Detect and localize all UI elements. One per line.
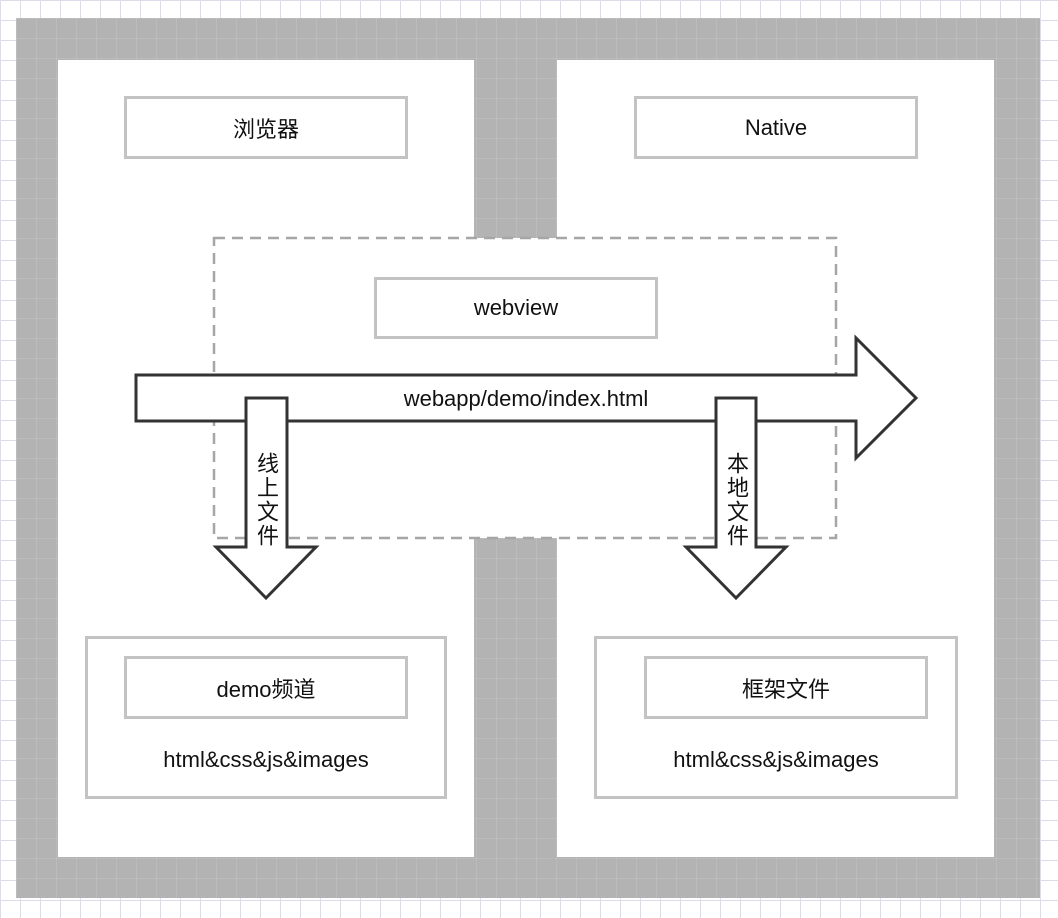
demo-channel-box: demo频道 <box>124 656 408 719</box>
framework-content: html&css&js&images <box>673 747 879 772</box>
framework-title: 框架文件 <box>741 676 830 702</box>
local-file-arrow <box>682 396 790 601</box>
browser-title-box: 浏览器 <box>124 96 408 159</box>
online-file-arrow <box>212 396 320 601</box>
local-file-label: 本地文件 <box>724 452 749 548</box>
browser-title: 浏览器 <box>232 116 299 142</box>
native-title-box: Native <box>634 96 918 159</box>
webview-title: webview <box>473 295 559 320</box>
url-label: webapp/demo/index.html <box>403 386 649 411</box>
framework-box: 框架文件 <box>644 656 928 719</box>
online-file-label: 线上文件 <box>254 452 279 548</box>
webview-box: webview <box>374 277 658 339</box>
native-title: Native <box>744 114 808 140</box>
demo-channel-content: html&css&js&images <box>163 747 369 772</box>
demo-channel-title: demo频道 <box>216 676 316 702</box>
